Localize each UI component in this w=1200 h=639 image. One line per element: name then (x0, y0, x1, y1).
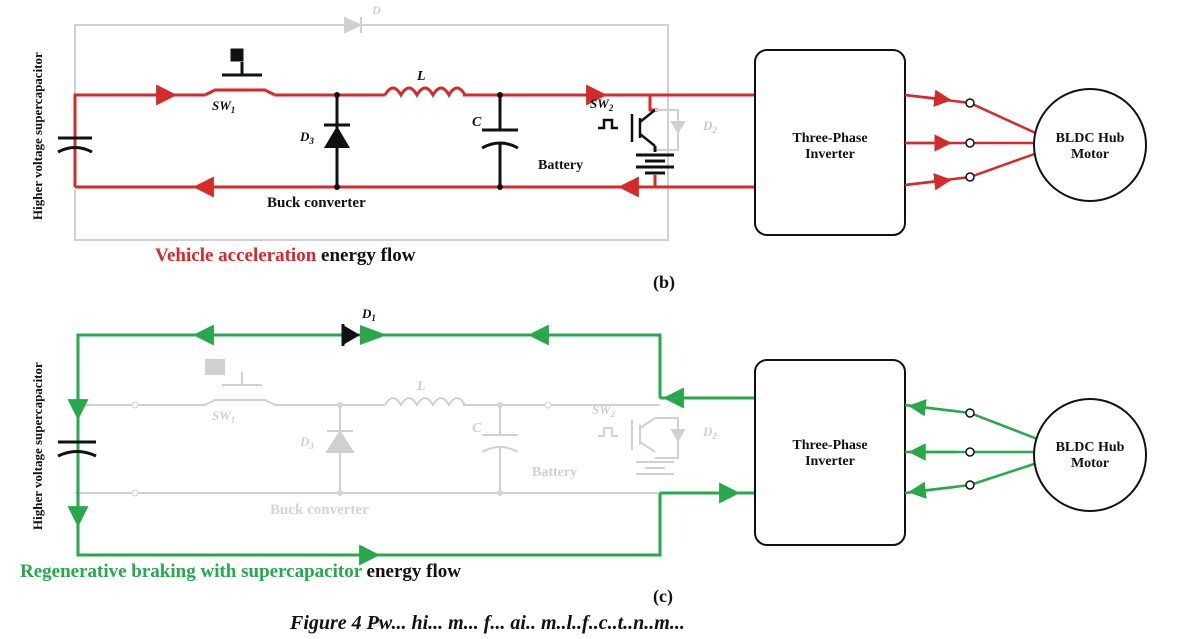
regen-path (76, 333, 755, 557)
d1-faded-path (74, 16, 669, 241)
c-capacitor (481, 95, 519, 187)
c-label: C (472, 115, 482, 130)
supercap-label: Higher voltage supercapacitor (30, 52, 45, 220)
inverter-line2-c: Inverter (805, 454, 855, 469)
buck-label: Buck converter (267, 195, 366, 211)
d3-diode (324, 92, 350, 190)
d1-faded-label: D (371, 3, 381, 17)
d3-label: D3 (299, 129, 314, 146)
motor-circle (1033, 88, 1147, 202)
supercapacitor-c (57, 440, 97, 458)
sw1-label-grey: SW1 (212, 408, 235, 425)
motor-line2-c: Motor (1071, 456, 1109, 471)
figure-caption: Figure 4 Pw... hi... m... f... ai.. m..l… (290, 612, 685, 634)
sw2-label-grey: SW2 (592, 402, 616, 419)
sw1-switch (222, 48, 262, 77)
d2-label: D2 (702, 118, 717, 135)
inductor-label: L (416, 69, 426, 84)
caption-c: Regenerative braking with supercapacitor… (20, 561, 461, 583)
supercapacitor (57, 136, 93, 154)
motor-line1: BLDC Hub (1056, 131, 1125, 146)
caption-c-rest: energy flow (361, 561, 461, 582)
inverter-line2: Inverter (805, 147, 855, 162)
panel-b: D SW1 L (30, 3, 1147, 241)
d3-label-grey: D3 (299, 434, 314, 451)
caption-b: Vehicle acceleration energy flow (155, 245, 415, 267)
inverter-line1: Three-Phase (792, 131, 867, 146)
motor-line2: Motor (1071, 147, 1109, 162)
buck-converter-grey (75, 359, 686, 494)
battery-label-grey: Battery (532, 465, 577, 480)
inductor-label-grey: L (416, 379, 426, 394)
inverter-line1-c: Three-Phase (792, 438, 867, 453)
regen-arrows (67, 324, 741, 566)
battery-label: Battery (538, 158, 583, 173)
panel-c-letter: (c) (653, 586, 673, 606)
acceleration-arrows (130, 84, 655, 198)
motor-circle-c (1033, 398, 1147, 512)
caption-b-rest: energy flow (316, 245, 416, 266)
caption-b-colored: Vehicle acceleration (155, 245, 317, 266)
battery-symbol (636, 146, 674, 175)
d2-diode-faded (655, 109, 686, 151)
d2-label-grey: D2 (702, 424, 717, 441)
sw1-label: SW1 (212, 98, 235, 115)
caption-c-colored: Regenerative braking with supercapacitor (20, 561, 362, 582)
panel-b-letter: (b) (653, 272, 675, 292)
footer-faded-label: D (371, 616, 381, 630)
sw2-label: SW2 (590, 96, 614, 113)
c-label-grey: C (472, 421, 482, 436)
motor-line1-c: BLDC Hub (1056, 440, 1125, 455)
sw2-igbt (598, 109, 656, 147)
supercap-label-c: Higher voltage supercapacitor (30, 362, 45, 530)
buck-label-grey: Buck converter (270, 502, 369, 518)
d1-label: D1 (361, 306, 376, 323)
d1-diode (341, 324, 387, 346)
panel-c: SW1 L D3 C SW2 D2 Battery Buck converter… (30, 306, 1147, 566)
